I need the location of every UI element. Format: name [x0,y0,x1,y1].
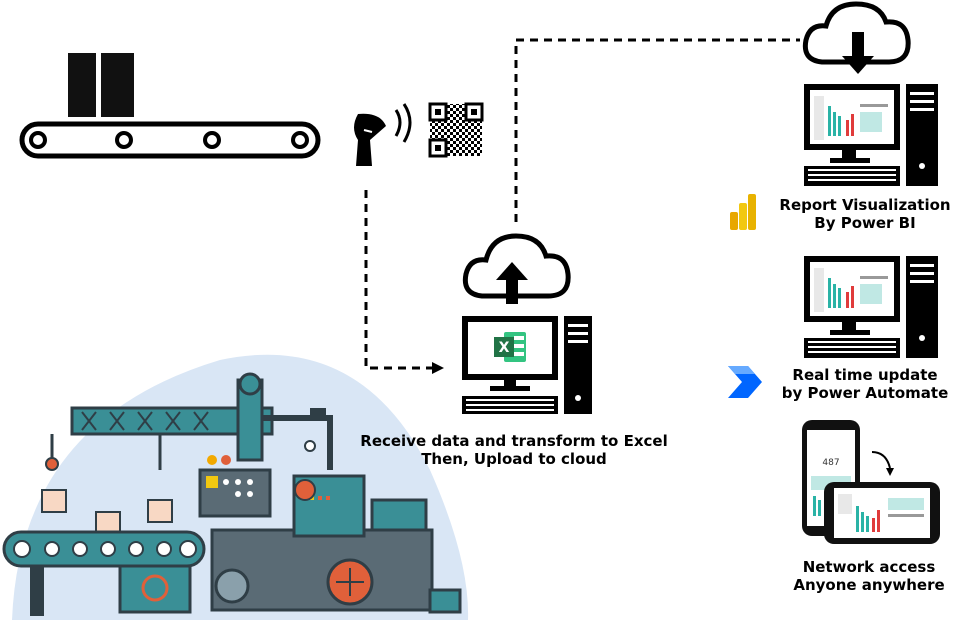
rotate-arrow-icon [871,451,894,476]
real-time-update-label-line1: Real time update [792,366,938,384]
tablet-icon [824,482,940,544]
network-access-label-line1: Network access [802,558,936,576]
network-access-label-line2: Anyone anywhere [793,576,945,594]
connector-scanner-to-computer [364,190,432,370]
receive-data-label-line2: Then, Upload to cloud [421,450,607,468]
excel-icon: X [494,332,526,362]
connector-computer-to-cloud [514,38,800,222]
factory-machine-illustration [2,354,469,620]
arrow-head-icon [432,362,444,374]
phone-value-text: 487 [822,458,839,468]
cloud-upload-icon [462,233,571,304]
report-visualization-label: Report Visualization By Power BI [772,196,958,232]
computer-report-icon [804,256,938,358]
svg-text:X: X [499,340,510,356]
power-automate-icon [728,366,762,398]
real-time-update-label: Real time update by Power Automate [772,366,958,402]
conveyor-icon [19,121,321,159]
report-visualization-label-line1: Report Visualization [779,196,951,214]
qr-code-icon [428,102,484,158]
power-bi-icon [730,194,756,230]
computer-report-icon [804,84,938,186]
computer-excel-icon [462,316,592,414]
receive-data-label-line1: Receive data and transform to Excel [360,432,668,450]
network-access-label: Network access Anyone anywhere [776,558,962,594]
report-visualization-label-line2: By Power BI [814,214,916,232]
receive-data-label: Receive data and transform to Excel Then… [356,432,672,468]
cloud-download-icon [802,1,911,74]
barcode-scanner-icon [354,103,412,166]
box-icon [68,53,134,117]
dashed-connectors [364,38,800,370]
real-time-update-label-line2: by Power Automate [781,384,949,402]
